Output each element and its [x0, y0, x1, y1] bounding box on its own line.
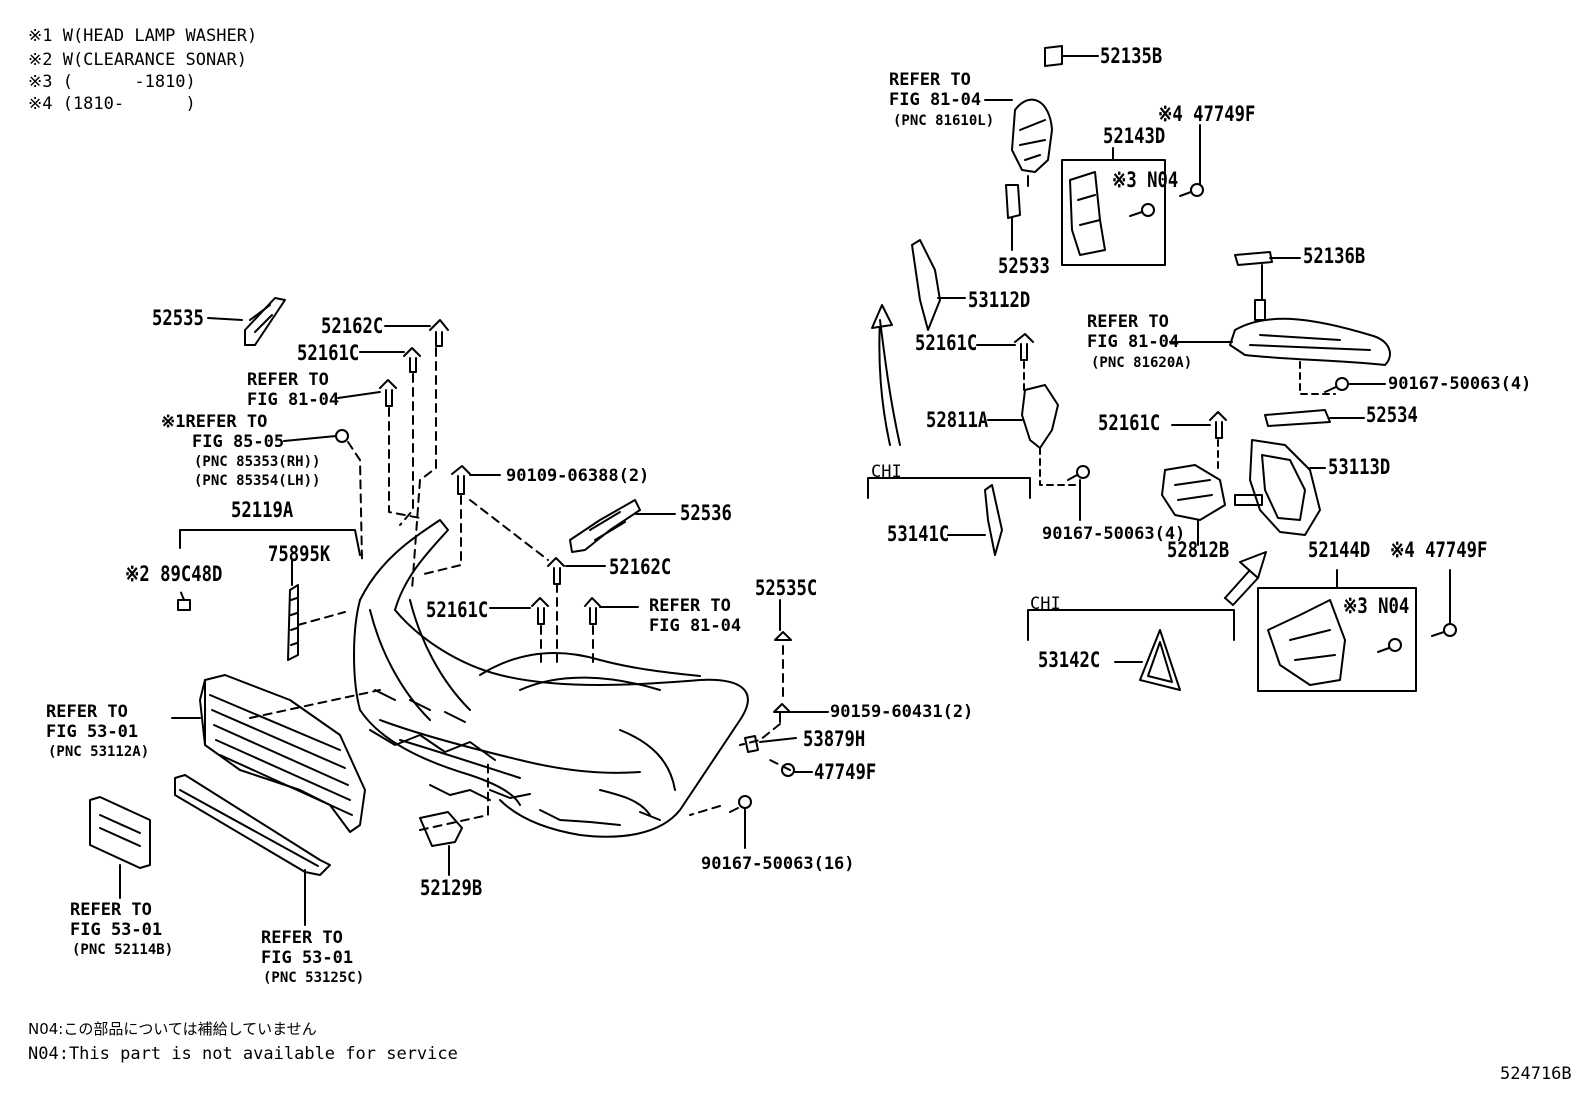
bracket-81610L-drawing — [1011, 98, 1053, 173]
leader-lines-left — [119, 317, 829, 926]
refer-r7-line2: FIG 53-01 — [70, 920, 163, 940]
legend-line-1: ※1 W(HEAD LAMP WASHER) — [28, 26, 258, 46]
part-label-52144D: 52144D — [1308, 538, 1371, 562]
figure-id: 524716B — [1500, 1064, 1572, 1084]
part-label-47749F-c: 47749F — [814, 760, 877, 784]
refer-r4-pnc2: (PNC 85354(LH)) — [194, 473, 321, 489]
bumper-cover-drawing — [353, 519, 749, 838]
part-label-90167-4a: 90167-50063(4) — [1388, 374, 1532, 394]
part-label-47749F-b: ※4 47749F — [1390, 538, 1488, 562]
refer-r5-line2: FIG 81-04 — [649, 616, 742, 636]
refer-r3-line1: REFER TO — [247, 370, 329, 390]
part-label-52119A: 52119A — [231, 498, 294, 522]
part-label-53879H: 53879H — [803, 727, 866, 751]
part-label-52161C-b: 52161C — [426, 598, 489, 622]
part-label-75895K: 75895K — [268, 542, 331, 566]
part-label-90109: 90109-06388(2) — [506, 466, 650, 486]
bracket-81620A-drawing — [1229, 317, 1391, 366]
part-label-90167-16: 90167-50063(16) — [701, 854, 855, 874]
part-label-53142C: 53142C — [1038, 648, 1101, 672]
part-label-52135B: 52135B — [1100, 44, 1163, 68]
legend-line-4: ※4 (1810- ) — [28, 94, 196, 114]
refer-r7-line1: REFER TO — [70, 900, 152, 920]
part-label-89C48D: ※2 89C48D — [125, 562, 223, 586]
dashed-connectors-left — [179, 347, 791, 831]
part-label-52161C-r2: 52161C — [1098, 411, 1161, 435]
part-label-53141C: 53141C — [887, 522, 950, 546]
note-japanese: N04:この部品については補給していません — [28, 1020, 317, 1038]
part-label-90167-4b: 90167-50063(4) — [1042, 524, 1186, 544]
refer-r8-line1: REFER TO — [261, 928, 343, 948]
refer-r3-line2: FIG 81-04 — [247, 390, 340, 410]
part-label-52535C: 52535C — [755, 576, 818, 600]
part-label-47749F-a: ※4 47749F — [1158, 102, 1256, 126]
part-label-N04-b: ※3 N04 — [1343, 594, 1410, 618]
refer-r1-line1: REFER TO — [889, 70, 971, 90]
bracket-52536-drawing — [569, 499, 641, 553]
tow-hook-cover-drawing — [419, 811, 463, 847]
grille-drawing — [199, 674, 366, 833]
cover-53142C-drawing — [1139, 629, 1181, 691]
part-label-52811A: 52811A — [926, 408, 989, 432]
part-label-53113D: 53113D — [1328, 455, 1391, 479]
refer-r8-pnc: (PNC 53125C) — [263, 970, 365, 986]
refer-r2-line2: FIG 81-04 — [1087, 332, 1180, 352]
part-label-52161C-r1: 52161C — [915, 331, 978, 355]
chi-label-1: CHI — [871, 462, 902, 482]
part-label-52161C-a: 52161C — [297, 341, 360, 365]
bracket-53113D-drawing — [1249, 439, 1321, 536]
bracket-52535-drawing — [244, 297, 286, 346]
bracket-52811A-drawing — [1021, 384, 1059, 449]
refer-r4-line2: FIG 85-05 — [192, 432, 285, 452]
part-label-90159: 90159-60431(2) — [830, 702, 974, 722]
refer-r2-line1: REFER TO — [1087, 312, 1169, 332]
bracket-52812B-drawing — [1161, 464, 1226, 521]
part-label-52143D: 52143D — [1103, 124, 1166, 148]
part-label-52136B: 52136B — [1303, 244, 1366, 268]
refer-r5-line1: REFER TO — [649, 596, 731, 616]
refer-r4-line1: ※1REFER TO — [161, 412, 268, 432]
chi-label-2: CHI — [1030, 594, 1061, 614]
part-label-52535: 52535 — [152, 306, 204, 330]
legend-line-2: ※2 W(CLEARANCE SONAR) — [28, 50, 247, 70]
part-label-52129B: 52129B — [420, 876, 483, 900]
refer-r2-pnc: (PNC 81620A) — [1091, 355, 1193, 371]
clips-drawing — [335, 319, 795, 813]
license-bracket-drawing — [89, 796, 151, 869]
part-label-52536: 52536 — [680, 501, 732, 525]
strip-53112D-drawing — [911, 239, 941, 331]
legend-line-3: ※3 ( -1810) — [28, 72, 196, 92]
refer-r6-line2: FIG 53-01 — [46, 722, 139, 742]
part-label-53112D: 53112D — [968, 288, 1031, 312]
part-label-52162C-b: 52162C — [609, 555, 672, 579]
part-label-N04-a: ※3 N04 — [1112, 168, 1179, 192]
part-label-52534: 52534 — [1366, 403, 1418, 427]
part-label-52812B: 52812B — [1167, 538, 1230, 562]
refer-r4-pnc1: (PNC 85353(RH)) — [194, 454, 321, 470]
molding-drawing — [287, 584, 299, 661]
refer-r6-line1: REFER TO — [46, 702, 128, 722]
part-label-52533: 52533 — [998, 254, 1050, 278]
refer-r1-line2: FIG 81-04 — [889, 90, 982, 110]
refer-r1-pnc: (PNC 81610L) — [893, 113, 995, 129]
refer-r6-pnc: (PNC 53112A) — [48, 744, 150, 760]
refer-r8-line2: FIG 53-01 — [261, 948, 354, 968]
lower-grille-drawing — [174, 774, 331, 876]
note-english: N04:This part is not available for servi… — [28, 1044, 458, 1064]
refer-r7-pnc: (PNC 52114B) — [72, 942, 174, 958]
part-label-52162C-a: 52162C — [321, 314, 384, 338]
